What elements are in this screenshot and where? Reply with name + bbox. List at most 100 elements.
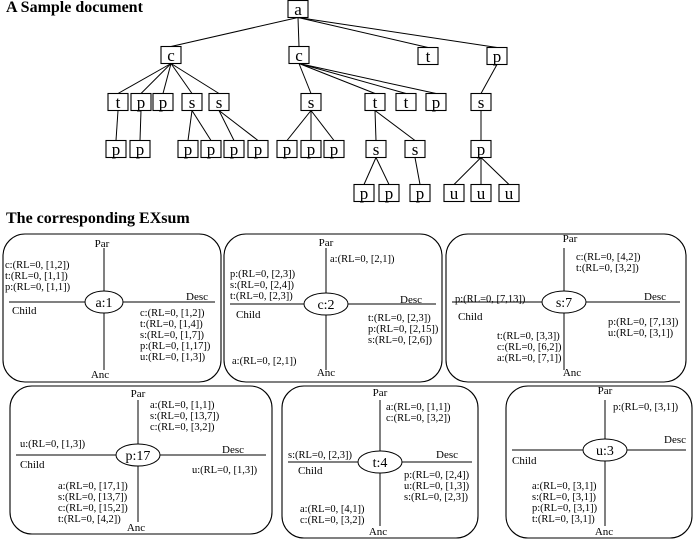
anc-entry: t:(RL=0, [4,2]) [58,514,121,525]
tree-node-c1: c [160,45,182,65]
tree-node-p0: p [486,46,508,66]
tree-node-label: p [207,140,216,159]
tree-node-box [223,139,245,159]
tree-node-label: t [426,47,431,66]
tree-edge [218,110,235,141]
node-oval-label: a:1 [95,296,112,311]
tree-node-label: p [254,140,263,159]
node-oval-label: u:3 [596,444,614,459]
direction-desc: Desc [400,294,422,306]
tree-node-label: p [159,93,168,112]
tree-node-label: s [412,140,419,159]
tree-node-label: s [308,93,315,112]
anc-entry: t:(RL=0, [3,3]) [497,331,560,342]
tree-node-box [395,92,417,112]
tree-node-p3: p [105,139,127,159]
child-entry: u:(RL=0, [1,3]) [20,439,86,450]
tree-node-p5: p [177,139,199,159]
tree-node-u1: u [443,183,465,203]
tree-node-s1: s [181,92,203,112]
tree-node-a: a [287,0,309,19]
tree-node-box [130,92,152,112]
tree-node-box [200,139,222,159]
tree-node-p4: p [129,139,151,159]
tree-node-t0: t [417,46,439,66]
tree-node-label: c [295,46,303,65]
tree-node-p12: p [323,139,345,159]
par-entry: t:(RL=0, [3,2]) [576,263,639,274]
tree-edge [115,110,119,141]
tree-node-box [404,139,426,159]
par-entry: c:(RL=0, [3,2]) [150,422,215,433]
tree-node-box [443,183,465,203]
node-oval [84,290,124,314]
child-entry: c:(RL=0, [1,2]) [5,260,70,271]
direction-par: Par [373,387,388,399]
tree-node-p6: p [200,139,222,159]
tree-edge [374,110,416,141]
direction-child: Child [20,459,45,471]
tree-node-label: p [283,140,292,159]
tree-node-box [160,45,182,65]
anc-entry: a:(RL=0, [17,1]) [58,481,128,492]
direction-desc: Desc [436,449,458,461]
anc-entry: c:(RL=0, [6,2]) [497,342,562,353]
tree-node-p11: p [300,139,322,159]
direction-anc: Anc [369,526,387,538]
tree-edge [297,17,498,48]
tree-node-s6: s [470,92,492,112]
tree-edge [170,63,193,94]
node-oval-label: t:4 [373,456,388,471]
tree-node-box [470,183,492,203]
par-entry: c:(RL=0, [4,2]) [576,252,641,263]
desc-entry: s:(RL=0, [2,6]) [368,335,432,346]
tree-node-label: s [189,93,196,112]
par-entry: a:(RL=0, [1,1]) [150,400,215,411]
tree-edge [298,63,376,94]
tree-node-label: p [385,184,394,203]
tree-edge [162,63,172,94]
direction-child: Child [298,465,323,477]
direction-child: Child [236,309,261,321]
direction-par: Par [95,238,110,250]
tree-node-s5: s [404,139,426,159]
tree-node-box [417,46,439,66]
tree-node-label: s [373,140,380,159]
tree-edge [298,63,437,94]
tree-node-label: p [330,140,339,159]
tree-node-label: p [136,140,145,159]
tree-node-label: s [478,93,485,112]
anc-entry: a:(RL=0, [4,1]) [300,504,365,515]
tree-node-p13: p [353,183,375,203]
tree-node-t2: t [364,92,386,112]
tree-node-box [247,139,269,159]
tree-edge [480,64,498,94]
child-entry: t:(RL=0, [2,3]) [230,291,293,302]
tree-node-box [181,92,203,112]
tree-edge [480,157,510,185]
direction-desc: Desc [222,444,244,456]
par-entry: s:(RL=0, [13,7]) [150,411,220,422]
tree-node-label: p [432,93,441,112]
child-entry: p:(RL=0, [1,1]) [5,282,71,293]
tree-edge [170,17,299,47]
direction-child: Child [458,311,483,323]
tree-node-box [365,139,387,159]
tree-node-box [470,139,492,159]
par-entry: a:(RL=0, [1,1]) [386,402,451,413]
tree-node-label: t [373,93,378,112]
tree-node-box [288,45,310,65]
desc-entry: t:(RL=0, [2,3]) [368,313,431,324]
node-oval [303,292,349,316]
tree-node-p1: p [130,92,152,112]
tree-node-s3: s [300,92,322,112]
desc-entry: u:(RL=0, [3,1]) [608,328,674,339]
tree-node-label: u [505,184,514,203]
desc-entry: s:(RL=0, [2,3]) [404,492,468,503]
tree-node-box [364,92,386,112]
anc-entry: a:(RL=0, [2,1]) [232,356,297,367]
